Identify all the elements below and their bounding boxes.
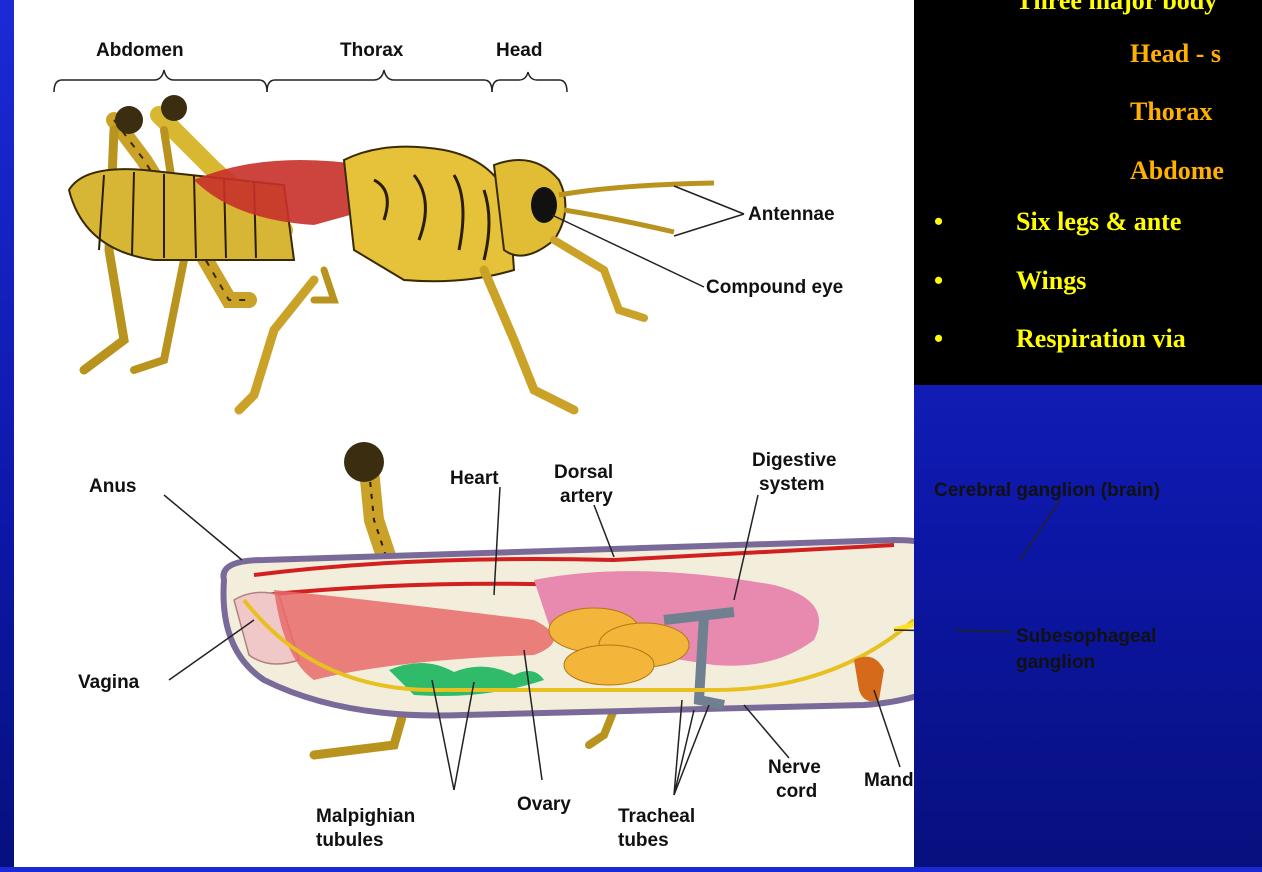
digestive-label-1: Digestive bbox=[752, 450, 836, 471]
bullet-3: • bbox=[934, 326, 943, 352]
subesophageal-label-2: ganglion bbox=[1016, 652, 1095, 673]
malpighian-label-2: tubules bbox=[316, 830, 384, 851]
anus-label: Anus bbox=[89, 476, 137, 497]
nerve-cord-label-2: cord bbox=[776, 781, 817, 802]
abdomen-label: Abdomen bbox=[96, 40, 184, 61]
text-line-wings: Wings bbox=[1016, 268, 1086, 294]
digestive-label-2: system bbox=[759, 474, 825, 495]
text-line-abdomen: Abdome bbox=[1130, 158, 1224, 184]
compound-eye-label: Compound eye bbox=[706, 277, 843, 298]
nerve-cord-label-1: Nerve bbox=[768, 757, 821, 778]
heart-label: Heart bbox=[450, 468, 499, 489]
text-panel: Three major body Head - s Thorax Abdome … bbox=[914, 0, 1262, 385]
antennae-leader-2 bbox=[674, 214, 744, 236]
text-line-respiration: Respiration via bbox=[1016, 326, 1186, 352]
ovary-label: Ovary bbox=[517, 794, 571, 815]
subesophageal-label-1: Subesophageal bbox=[1016, 626, 1156, 647]
internal-anatomy: Anus Vagina Heart Dorsal artery Digestiv… bbox=[78, 442, 914, 851]
thorax-brace bbox=[267, 70, 492, 92]
bullet-2: • bbox=[934, 268, 943, 294]
grasshopper-diagram: Abdomen Thorax Head bbox=[14, 0, 914, 867]
text-line-major-body: Three major body bbox=[1016, 0, 1217, 14]
malpighian-label-1: Malpighian bbox=[316, 806, 415, 827]
grasshopper-figure: Abdomen Thorax Head bbox=[14, 0, 914, 867]
external-anatomy: Abdomen Thorax Head bbox=[54, 40, 843, 410]
thorax-label: Thorax bbox=[340, 40, 404, 61]
tracheal-label-2: tubes bbox=[618, 830, 669, 851]
abdomen-brace bbox=[54, 70, 267, 92]
brain-label: Cerebral ganglion (brain) bbox=[934, 480, 1160, 501]
antennae-leader-1 bbox=[674, 186, 744, 214]
head-brace bbox=[492, 72, 567, 92]
bullet-1: • bbox=[934, 209, 943, 235]
tracheal-label-1: Tracheal bbox=[618, 806, 695, 827]
vagina-label: Vagina bbox=[78, 672, 140, 693]
text-line-six-legs: Six legs & ante bbox=[1016, 209, 1181, 235]
compound-eye-shape bbox=[531, 187, 557, 223]
dorsal-artery-label-1: Dorsal bbox=[554, 462, 613, 483]
text-line-thorax: Thorax bbox=[1130, 99, 1212, 125]
head-label: Head bbox=[496, 40, 542, 61]
dorsal-artery-label-2: artery bbox=[560, 486, 613, 507]
mandible-label: Mandible bbox=[864, 770, 914, 791]
text-line-head: Head - s bbox=[1130, 41, 1221, 67]
antennae-label: Antennae bbox=[748, 204, 835, 225]
